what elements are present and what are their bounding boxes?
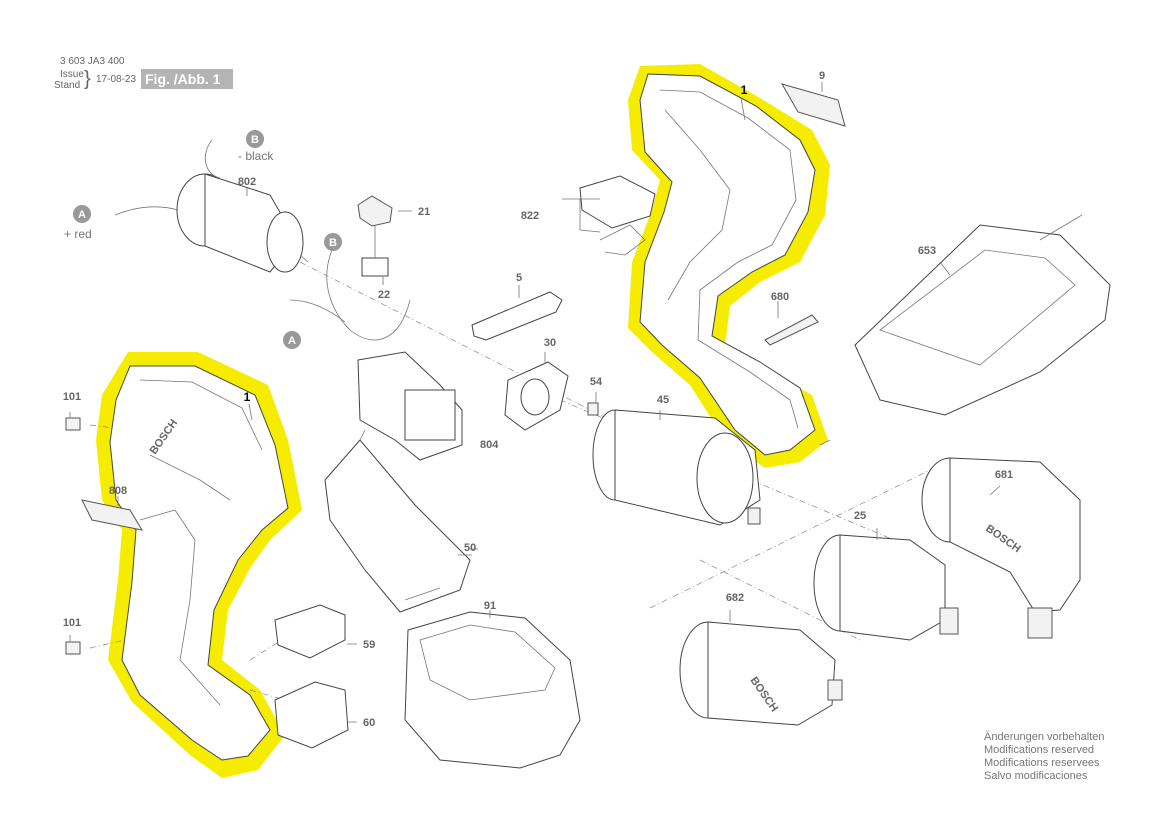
label-part-22: 22 [378, 289, 390, 301]
part-21-clip [357, 195, 393, 227]
label-part-682: 682 [726, 592, 744, 604]
label-part-91: 91 [484, 600, 496, 612]
part-22-connector [361, 257, 389, 277]
label-part-1-left: 1 [244, 390, 251, 404]
battery [404, 611, 581, 769]
document-number: 3 603 JA3 400 [60, 56, 125, 67]
part-808-label [81, 499, 144, 531]
note-de: Änderungen vorbehalten [984, 731, 1105, 743]
label-part-5: 5 [516, 272, 522, 284]
part-60-cover [274, 681, 349, 749]
issue-date: 17-08-23 [96, 74, 137, 85]
motor [176, 173, 309, 273]
label-part-45: 45 [657, 394, 669, 406]
modification-notes: Änderungen vorbehalten Modifications res… [984, 731, 1104, 783]
wire-marker-a [73, 205, 91, 223]
top-housing-half [639, 73, 816, 456]
wire-marker-b-switch [324, 233, 342, 251]
electronics-board [324, 439, 471, 613]
top-housing-inner [659, 89, 799, 429]
label-part-50: 50 [464, 542, 476, 554]
note-en: Modifications reserved [984, 744, 1095, 756]
label-part-680: 680 [771, 291, 789, 303]
label-part-822: 822 [521, 210, 539, 222]
figure-label: Fig. /Abb. 1 [141, 69, 233, 89]
switch-wire-a [289, 299, 346, 323]
label-part-804: 804 [480, 439, 499, 451]
label-part-653: 653 [918, 245, 936, 257]
part-59-cover [274, 604, 346, 659]
assembly-axis-chucks [649, 469, 931, 641]
motor-wire-black [204, 139, 221, 179]
label-part-25: 25 [854, 510, 866, 522]
wire-marker-a-letter: A [78, 209, 86, 221]
screw-101-top [65, 417, 81, 431]
part-822-spring [599, 224, 646, 256]
attachment-682 [679, 621, 843, 726]
wire-marker-b-letter: B [251, 134, 259, 146]
label-part-802: 802 [238, 176, 256, 188]
screw-101-bottom [65, 641, 81, 655]
label-part-54: 54 [590, 376, 603, 388]
part-9-label [780, 83, 846, 127]
label-part-59: 59 [363, 639, 375, 651]
label-part-101-top: 101 [63, 391, 81, 403]
note-es: Salvo modificaciones [984, 770, 1088, 782]
label-part-1-top: 1 [741, 83, 748, 97]
brace-icon: } [84, 68, 91, 90]
label-part-808: 808 [109, 485, 127, 497]
left-housing-inner [139, 379, 263, 706]
label-part-21: 21 [418, 206, 430, 218]
label-part-30: 30 [544, 337, 556, 349]
motor-wire-red [114, 206, 179, 216]
note-fr: Modifications reservees [984, 757, 1100, 769]
wire-label-red: + red [64, 227, 92, 241]
wire-marker-b-switch-letter: B [329, 237, 337, 249]
issue-label: Issue [60, 69, 84, 80]
wire-marker-a-switch-letter: A [288, 335, 296, 347]
part-680-bit [764, 314, 819, 346]
label-part-60: 60 [363, 717, 375, 729]
charger [854, 214, 1111, 416]
chuck-25 [813, 534, 959, 641]
part-822-slider [579, 175, 656, 229]
label-part-101-bottom: 101 [63, 617, 81, 629]
label-part-9: 9 [819, 70, 825, 82]
wire-marker-b [246, 130, 264, 148]
part-5-slide-button [471, 291, 563, 341]
label-part-681: 681 [995, 469, 1013, 481]
wire-label-black: - black [238, 149, 274, 163]
switch [357, 351, 463, 461]
angle-attachment-681 [921, 457, 1081, 639]
switch-wire-b [326, 249, 411, 341]
stand-label: Stand [54, 80, 81, 91]
gearbox [592, 409, 761, 526]
wire-marker-a-switch [283, 331, 301, 349]
part-54-screw [587, 402, 599, 416]
